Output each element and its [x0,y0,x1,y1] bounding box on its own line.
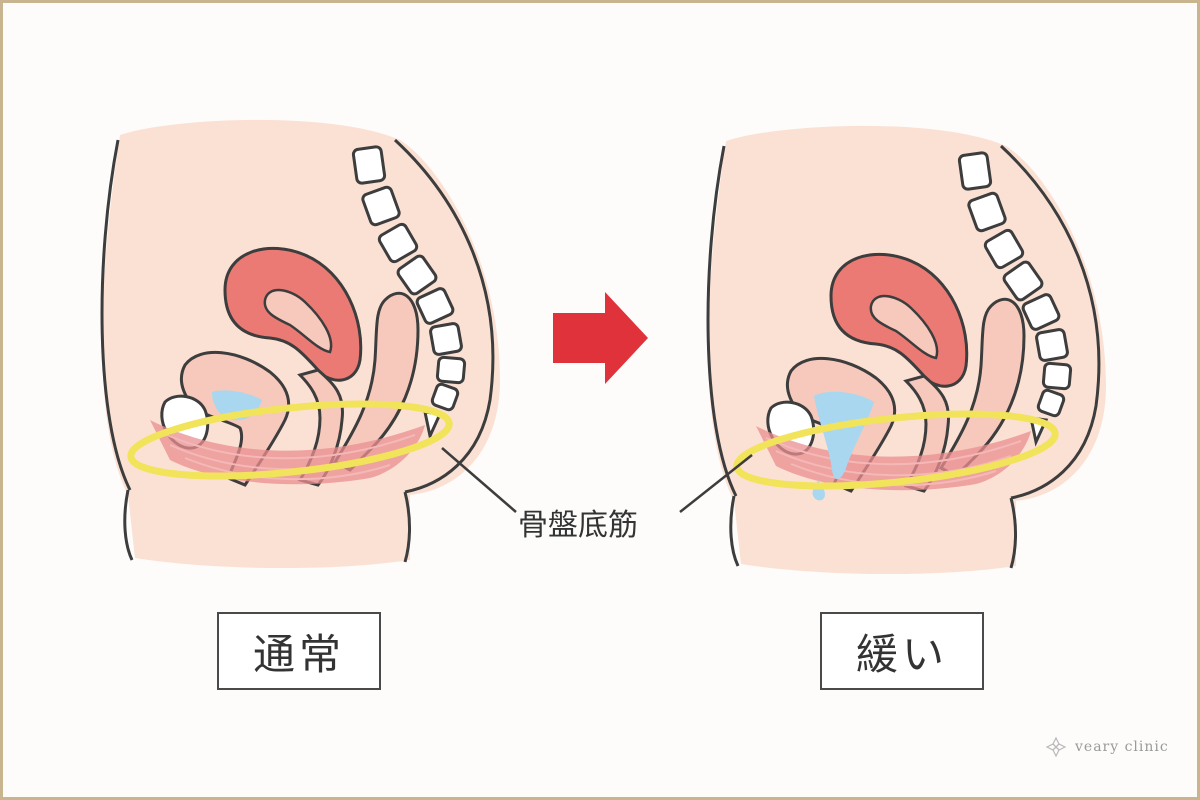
right-arrow-icon [553,292,648,384]
brand-name: veary clinic [1075,739,1169,755]
pelvic-floor-callout: 骨盤底筋 [518,508,638,543]
caption-normal: 通常 [217,612,381,690]
highlight-ring-normal [127,400,453,480]
pelvis-normal [100,118,502,570]
flower-logo-icon [1045,736,1067,758]
brand-logo: veary clinic [1045,736,1169,758]
callout-line-left [441,447,517,513]
pelvis-loose [706,124,1108,576]
bladder-urine-loose [814,391,874,479]
callout-line-right [679,454,753,513]
caption-loose: 緩い [820,612,984,690]
